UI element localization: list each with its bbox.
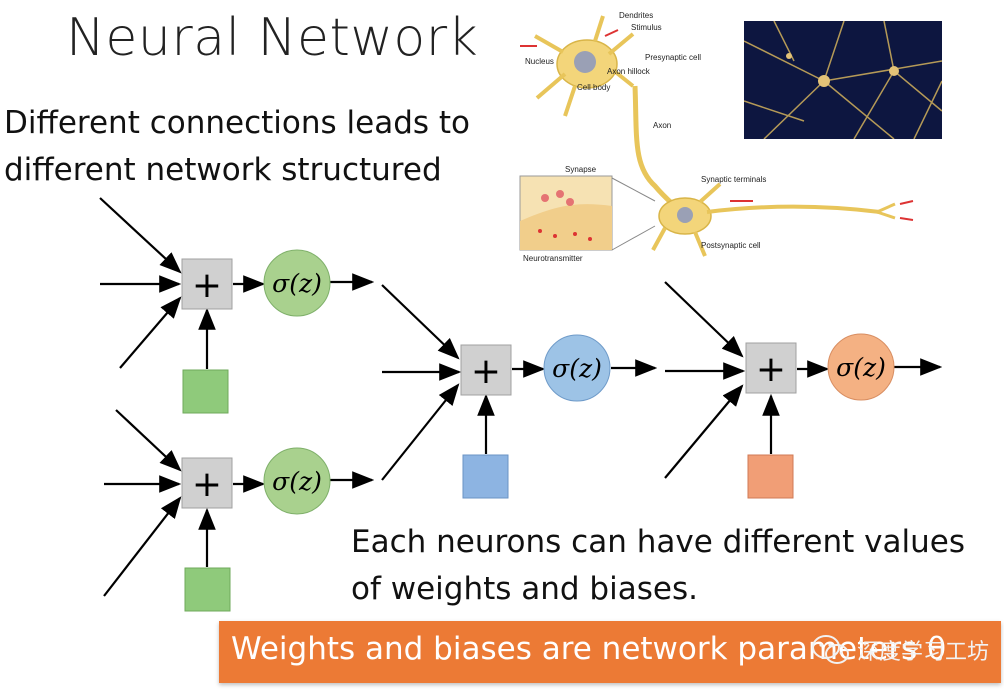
label-axon-hillock: Axon hillock (607, 67, 651, 76)
edge-input-a3 (119, 296, 182, 369)
activation-node-c (543, 334, 611, 402)
activation-label-d: σ(z) (836, 353, 886, 382)
edge-input-b3 (103, 496, 182, 597)
sum-node-c (460, 344, 512, 396)
slide-subtitle: Different connections leads to different… (4, 105, 470, 188)
label-synaptic-terminals: Synaptic terminals (701, 175, 766, 184)
label-synapse: Synapse (565, 165, 597, 174)
sum-symbol-a: + (192, 265, 222, 306)
bias-node-a (182, 369, 229, 414)
label-presynaptic-cell: Presynaptic cell (645, 53, 701, 62)
activation-node-a (263, 249, 331, 317)
label-neurotransmitter: Neurotransmitter (523, 254, 583, 263)
label-stimulus: Stimulus (631, 23, 662, 32)
edge-input-c1 (381, 284, 460, 360)
label-dendrites: Dendrites (619, 11, 653, 20)
label-cell-body: Cell body (577, 83, 610, 92)
sum-symbol-c: + (471, 351, 501, 392)
bias-node-c (462, 454, 509, 499)
slide-caption: Each neurons can have different values o… (351, 524, 965, 607)
watermark: 深度学习工坊 (811, 633, 989, 667)
sum-node-a (181, 258, 233, 310)
edge-input-c3 (381, 383, 460, 481)
edge-input-d1 (664, 281, 744, 358)
label-nucleus: Nucleus (525, 57, 554, 66)
edge-input-a1 (99, 197, 182, 274)
activation-label-c: σ(z) (552, 354, 602, 383)
slide-title: Neural Network (66, 8, 479, 68)
neuron-photo (744, 21, 942, 139)
bias-node-d (747, 454, 794, 499)
sum-node-b (181, 457, 233, 509)
bias-node-b (184, 567, 231, 612)
edge-input-b1 (115, 409, 182, 472)
edge-input-d3 (664, 384, 744, 479)
activation-label-a: σ(z) (272, 269, 322, 298)
label-postsynaptic-cell: Postsynaptic cell (701, 241, 761, 250)
neuron-anatomy-illustration: Dendrites Stimulus Nucleus Axon hillock … (519, 11, 914, 263)
label-axon: Axon (653, 121, 671, 130)
watermark-text: 深度学习工坊 (856, 640, 989, 665)
sum-symbol-b: + (192, 464, 222, 505)
parameters-banner: Weights and biases are network parameter… (219, 621, 1001, 683)
activation-label-b: σ(z) (272, 467, 322, 496)
sum-symbol-d: + (756, 349, 786, 390)
sum-node-d (745, 342, 797, 394)
wechat-icon (811, 635, 849, 664)
activation-node-d (827, 333, 895, 401)
activation-node-b (263, 447, 331, 515)
